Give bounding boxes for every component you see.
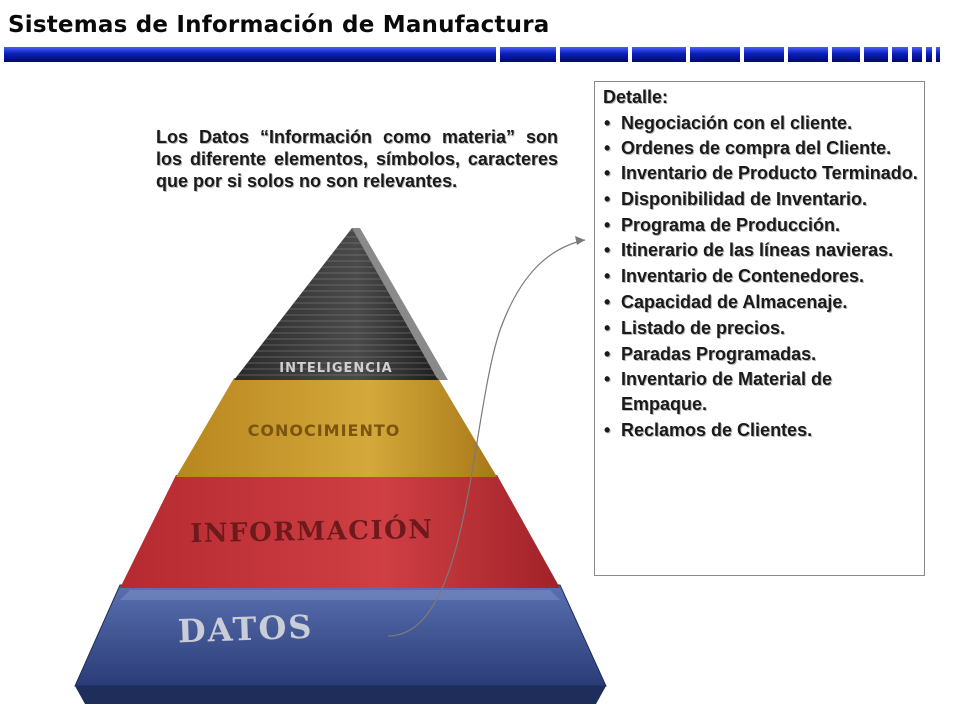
list-item: • Negociación con el cliente. xyxy=(603,110,921,136)
slide-title: Sistemas de Información de Manufactura xyxy=(8,12,550,38)
bullet-icon: • xyxy=(604,113,611,133)
list-item-text: Inventario de Producto Terminado. xyxy=(621,163,918,183)
pyramid-level-inteligencia: INTELIGENCIA xyxy=(234,228,448,380)
detail-heading: Detalle: xyxy=(603,87,669,107)
bar-segment xyxy=(926,47,932,62)
pyramid-label-informacion: INFORMACIÓN xyxy=(190,513,434,549)
bar-segment xyxy=(788,47,828,62)
detail-list: • Negociación con el cliente. • Ordenes de… xyxy=(603,110,921,443)
list-item-text: Capacidad de Almacenaje. xyxy=(621,292,848,312)
intro-paragraph: Los Datos “Información como materia” son… xyxy=(156,127,558,191)
list-item-text: Negociación con el cliente. xyxy=(621,113,853,133)
bullet-icon: • xyxy=(604,215,611,235)
bar-segment xyxy=(4,47,496,62)
pyramid-level-conocimiento: CONOCIMIENTO xyxy=(176,378,497,477)
list-item-text: Disponibilidad de Inventario. xyxy=(621,189,868,209)
connector-arrow xyxy=(387,236,586,637)
title-underline-bar xyxy=(4,47,940,62)
list-item-text: Programa de Producción. xyxy=(621,215,841,235)
bar-segment xyxy=(690,47,740,62)
list-item: • Inventario de Material de Empaque. xyxy=(603,367,921,417)
pyramid-label-inteligencia: INTELIGENCIA xyxy=(279,361,392,376)
bullet-icon: • xyxy=(604,318,611,338)
bullet-icon: • xyxy=(604,266,611,286)
pyramid-label-datos: DATOS xyxy=(177,608,314,651)
bar-segment xyxy=(832,47,860,62)
bullet-icon: • xyxy=(604,369,611,389)
list-item: • Inventario de Producto Terminado. xyxy=(603,161,921,186)
bullet-icon: • xyxy=(604,240,611,260)
bar-segment xyxy=(912,47,922,62)
bar-segment xyxy=(744,47,784,62)
list-item-text: Paradas Programadas. xyxy=(621,344,817,364)
list-item: • Listado de precios. xyxy=(603,315,921,341)
list-item: • Itinerario de las líneas navieras. xyxy=(603,238,921,263)
list-item: • Disponibilidad de Inventario. xyxy=(603,186,921,212)
list-item: • Ordenes de compra del Cliente. xyxy=(603,136,921,161)
bar-segment xyxy=(560,47,628,62)
list-item: • Reclamos de Clientes. xyxy=(603,417,921,443)
bullet-icon: • xyxy=(604,420,611,440)
list-item-text: Itinerario de las líneas navieras. xyxy=(621,240,894,260)
bullet-icon: • xyxy=(604,189,611,209)
bullet-icon: • xyxy=(604,138,611,158)
list-item: • Inventario de Contenedores. xyxy=(603,263,921,289)
bullet-icon: • xyxy=(604,163,611,183)
pyramid-level-informacion: INFORMACIÓN xyxy=(120,475,560,588)
pyramid-label-conocimiento: CONOCIMIENTO xyxy=(248,421,401,440)
list-item: • Paradas Programadas. xyxy=(603,341,921,367)
list-item-text: Inventario de Material de Empaque. xyxy=(621,369,833,414)
bar-segment xyxy=(632,47,686,62)
bar-segment xyxy=(864,47,888,62)
bullet-icon: • xyxy=(604,344,611,364)
list-item-text: Listado de precios. xyxy=(621,318,786,338)
list-item-text: Ordenes de compra del Cliente. xyxy=(621,138,892,158)
bar-segment xyxy=(500,47,556,62)
list-item-text: Inventario de Contenedores. xyxy=(621,266,865,286)
bar-segment xyxy=(936,47,940,62)
list-item: • Programa de Producción. xyxy=(603,212,921,238)
pyramid-level-datos: DATOS xyxy=(74,584,607,704)
bullet-icon: • xyxy=(604,292,611,312)
list-item: • Capacidad de Almacenaje. xyxy=(603,289,921,315)
bar-segment xyxy=(892,47,908,62)
list-item-text: Reclamos de Clientes. xyxy=(621,420,813,440)
detail-box: Detalle: • Negociación con el cliente. • O… xyxy=(594,81,925,576)
